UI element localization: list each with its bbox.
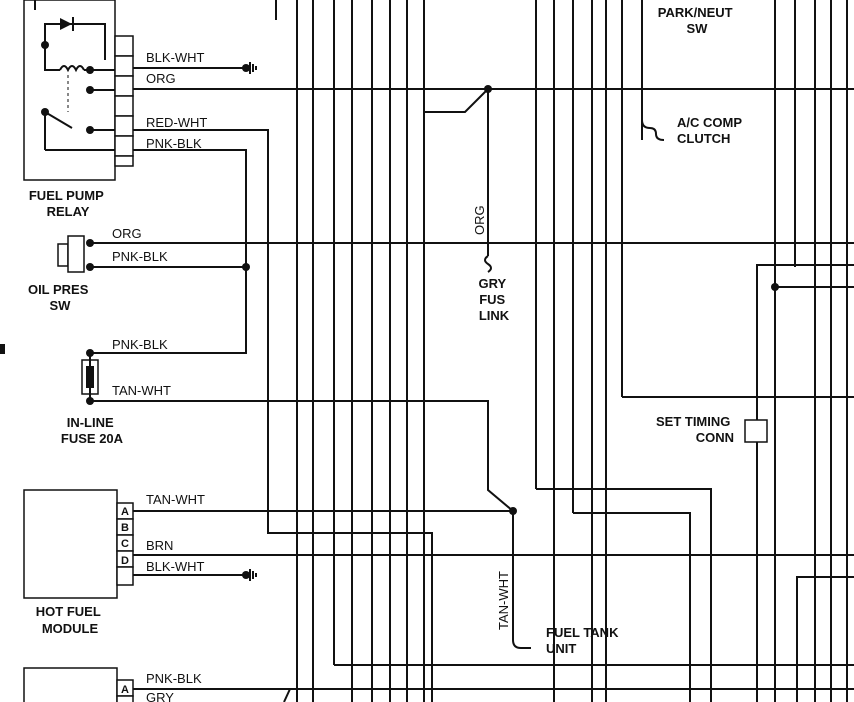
hot-fuel-module xyxy=(23,489,854,649)
set-timing-connector xyxy=(744,397,768,443)
fuel-pump-relay xyxy=(23,0,134,181)
oil-pres-sw-label: OIL PRES SW xyxy=(28,282,92,313)
relay-wires xyxy=(90,0,854,702)
wire-label-bottom-pnk-blk: PNK-BLK xyxy=(146,671,202,686)
wire-label-module-brn: BRN xyxy=(146,538,173,553)
hot-fuel-module-label: HOT FUEL MODULE xyxy=(36,604,104,636)
wire-label-module-tan-wht: TAN-WHT xyxy=(146,492,205,507)
wire-label-vertical-tan-wht: TAN-WHT xyxy=(496,571,511,630)
pin-a: A xyxy=(121,506,129,518)
ac-comp-clutch xyxy=(641,119,665,141)
bottom-module xyxy=(23,667,854,702)
gry-fus-link-label: GRY FUS LINK xyxy=(478,276,509,323)
pin-c: C xyxy=(121,538,129,550)
park-neut-sw-label: PARK/NEUT SW xyxy=(658,5,737,36)
wire-label-oil-org: ORG xyxy=(112,226,142,241)
inline-fuse xyxy=(0,344,514,512)
wire-label-fuse-tan-wht: TAN-WHT xyxy=(112,383,171,398)
wire-label-module-blk-wht: BLK-WHT xyxy=(146,559,205,574)
vertical-wire-bundle xyxy=(296,0,848,702)
set-timing-conn-label: SET TIMING CONN xyxy=(656,414,734,445)
pin-a-bottom: A xyxy=(121,684,129,696)
pin-b: B xyxy=(121,522,129,534)
fuel-pump-relay-label: FUEL PUMP RELAY xyxy=(29,188,107,219)
wire-label-relay-org: ORG xyxy=(146,71,176,86)
inline-fuse-label: IN-LINE FUSE 20A xyxy=(61,415,124,446)
wire-label-relay-pnk-blk: PNK-BLK xyxy=(146,136,202,151)
wire-label-relay-blk-wht: BLK-WHT xyxy=(146,50,205,65)
wire-label-vertical-org: ORG xyxy=(472,205,487,235)
org-fusible-link-wire xyxy=(423,88,492,273)
cross-connections xyxy=(334,0,854,702)
wire-label-fuse-pnk-blk: PNK-BLK xyxy=(112,337,168,352)
pin-d: D xyxy=(121,555,129,567)
wire-label-relay-red-wht: RED-WHT xyxy=(146,115,207,130)
oil-pres-switch xyxy=(57,235,854,273)
wire-label-bottom-gry: GRY xyxy=(146,690,174,702)
ac-comp-clutch-label: A/C COMP CLUTCH xyxy=(677,115,745,146)
fuel-tank-unit-label: FUEL TANK UNIT xyxy=(546,625,622,656)
wire-label-oil-pnk-blk: PNK-BLK xyxy=(112,249,168,264)
